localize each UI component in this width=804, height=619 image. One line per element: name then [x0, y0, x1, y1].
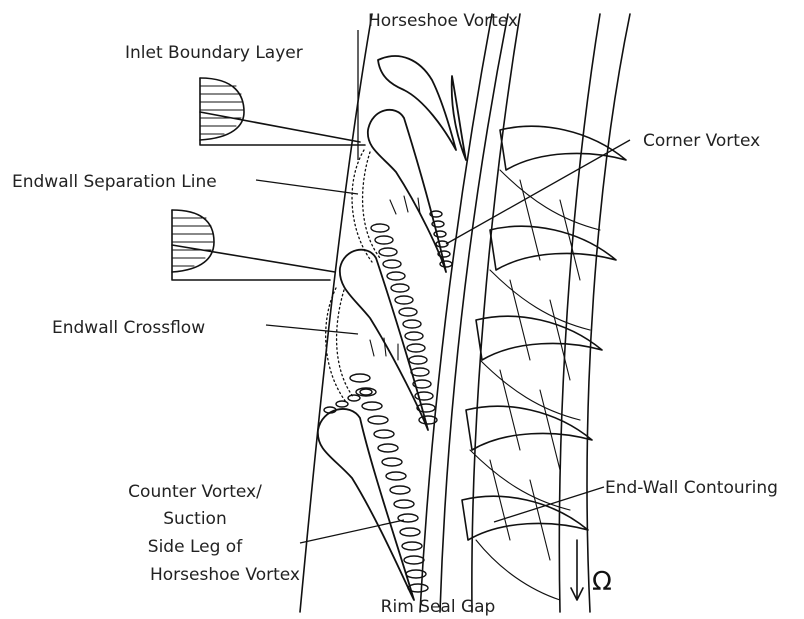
end-wall-contouring-label: End-Wall Contouring — [605, 478, 778, 498]
inlet-boundary-layer-profile-bottom — [172, 210, 335, 280]
endwall-crossflow-label: Endwall Crossflow — [52, 318, 205, 338]
stator-blade-top — [368, 110, 446, 272]
counter-vortex-label-line2: Suction — [163, 509, 226, 529]
rim-seal-gap-label: Rim Seal Gap — [381, 597, 496, 617]
counter-vortex-label-line3: Side Leg of — [148, 537, 243, 557]
counter-vortex-label-line4: Horseshoe Vortex — [150, 565, 300, 585]
corner-vortex-label: Corner Vortex — [643, 131, 760, 151]
rotation-omega-symbol: Ω — [592, 567, 612, 597]
inlet-boundary-layer-label: Inlet Boundary Layer — [125, 43, 303, 63]
rotation-arrow — [571, 540, 583, 600]
stator-blade-bottom — [318, 409, 414, 600]
counter-vortex-label-line1: Counter Vortex/ — [128, 482, 262, 502]
endwall-separation-line-label: Endwall Separation Line — [12, 172, 217, 192]
horseshoe-vortex-label: Horseshoe Vortex — [368, 11, 518, 31]
inlet-boundary-layer-profile-top — [200, 78, 365, 145]
rotor-passage-outline — [472, 14, 630, 612]
